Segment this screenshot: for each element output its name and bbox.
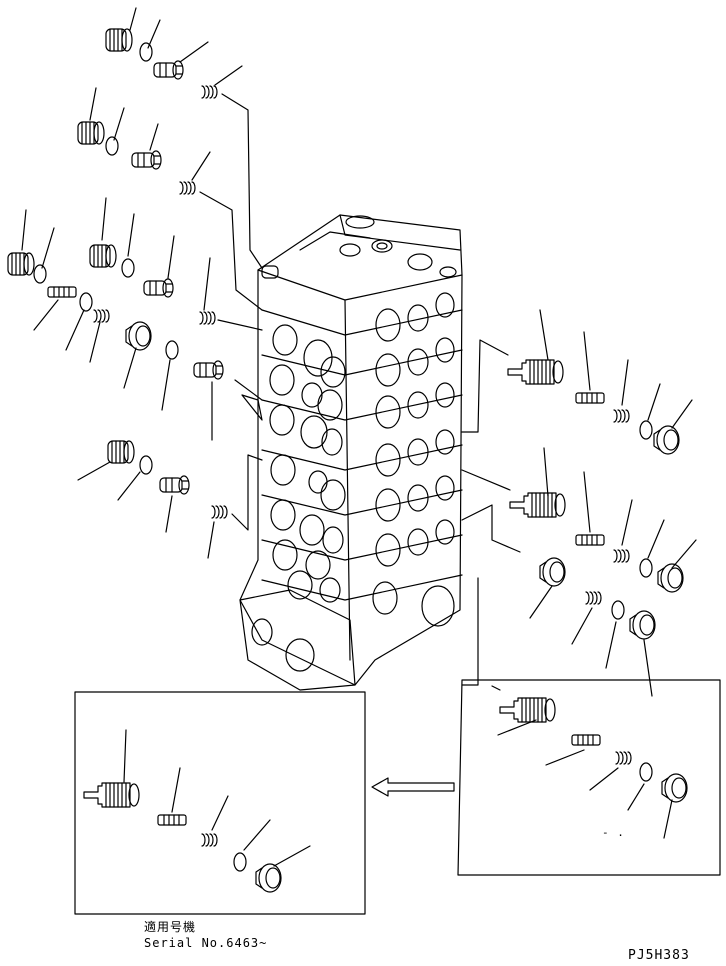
valve-body xyxy=(240,215,462,690)
drawing-code: PJ5H383 xyxy=(628,948,690,963)
inset-applicable-label: 適用号機 xyxy=(144,920,197,934)
right-parts-group xyxy=(462,310,696,696)
right-callout-frame xyxy=(458,680,720,875)
reference-arrow xyxy=(372,778,454,796)
inset-box xyxy=(75,692,365,914)
inset-serial-number: Serial No.6463~ xyxy=(144,936,268,950)
callout-dash-mark: - . xyxy=(602,826,625,839)
left-parts-group xyxy=(7,8,262,558)
